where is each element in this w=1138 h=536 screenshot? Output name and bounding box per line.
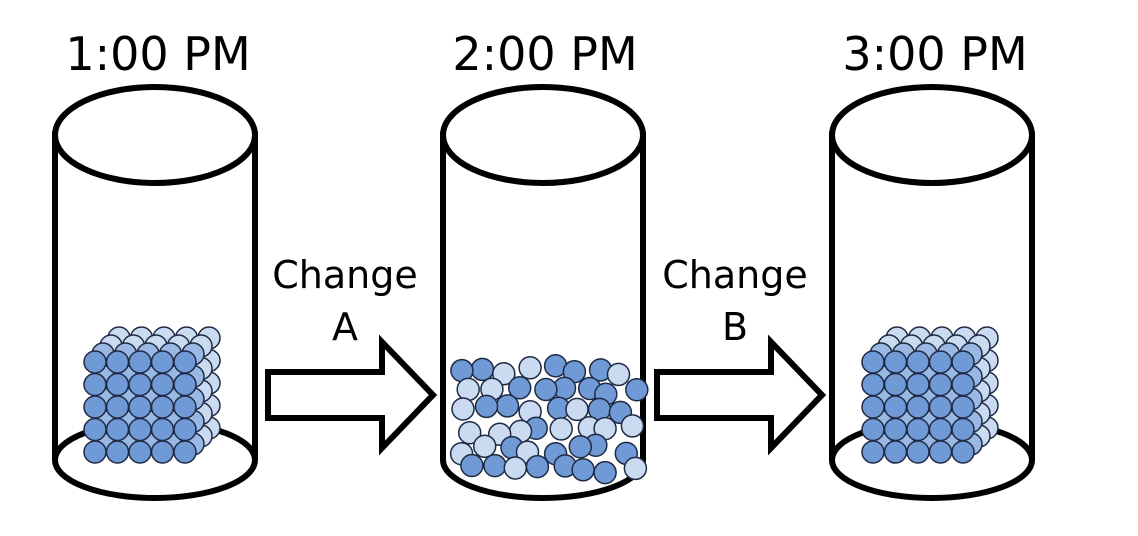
particle: [928, 350, 953, 374]
solid-particles-3: [861, 326, 999, 464]
particle: [495, 394, 520, 418]
solid-particles-1: [83, 326, 221, 464]
particle: [951, 395, 975, 419]
particle: [571, 458, 595, 482]
particle: [105, 440, 130, 464]
particle: [483, 453, 507, 478]
particle: [951, 417, 975, 442]
cylinder-1: [52, 84, 258, 501]
particle: [549, 417, 573, 441]
particle: [150, 395, 175, 419]
particle: [883, 440, 908, 464]
particle: [173, 372, 197, 397]
particle: [906, 440, 930, 464]
particle: [83, 395, 107, 419]
particle: [83, 417, 107, 442]
particle: [928, 372, 953, 397]
particle: [906, 350, 930, 374]
particle: [451, 397, 475, 421]
particle: [503, 456, 528, 480]
particle: [173, 395, 197, 419]
particle: [105, 395, 130, 419]
particle: [507, 376, 532, 400]
particle: [173, 417, 197, 442]
particle: [492, 362, 516, 386]
particle: [883, 417, 908, 442]
change-a-label-line1: Change: [272, 253, 418, 297]
particle: [150, 372, 175, 397]
particle: [83, 372, 107, 397]
particle: [861, 440, 885, 464]
change-a-label-line2: A: [332, 305, 358, 349]
particle: [105, 350, 130, 374]
particle: [128, 417, 152, 442]
particle: [951, 440, 975, 464]
particle: [928, 417, 953, 442]
particle: [568, 434, 593, 459]
particle: [906, 372, 930, 397]
cylinder-2: [440, 84, 649, 501]
particle: [593, 460, 617, 485]
particle: [620, 414, 645, 438]
particle: [470, 357, 495, 382]
particle: [883, 395, 908, 419]
change-b-label-line1: Change: [662, 253, 808, 297]
particle: [606, 362, 631, 387]
particle: [150, 440, 175, 464]
particle: [128, 372, 152, 397]
particle: [472, 434, 497, 459]
particle: [83, 350, 107, 374]
arrow-change-b: Change B: [654, 253, 827, 456]
particle: [928, 440, 953, 464]
time-label-2: 2:00 PM: [452, 27, 637, 81]
particle: [883, 350, 908, 374]
particle: [105, 417, 130, 442]
particle: [457, 420, 482, 445]
particle: [105, 372, 130, 397]
particle: [906, 395, 930, 419]
particle: [150, 350, 175, 374]
particle: [173, 350, 197, 374]
particle: [128, 440, 152, 464]
particle: [928, 395, 953, 419]
particle: [525, 454, 550, 479]
particle: [623, 456, 648, 481]
particle: [518, 356, 542, 380]
particle: [128, 350, 152, 374]
particle: [456, 377, 480, 402]
time-label-3: 3:00 PM: [842, 27, 1027, 81]
particle: [906, 417, 930, 442]
particle: [474, 394, 499, 419]
particle: [173, 440, 197, 464]
arrow-change-a: Change A: [265, 253, 438, 456]
particle: [951, 350, 975, 374]
particle: [460, 453, 484, 478]
particle: [951, 372, 975, 397]
particle: [83, 440, 107, 464]
liquid-particles: [449, 354, 649, 485]
particle: [861, 350, 885, 374]
particle: [128, 395, 152, 419]
particle: [861, 417, 885, 442]
particle: [883, 372, 908, 397]
change-b-label-line2: B: [722, 305, 748, 349]
particle: [534, 377, 558, 402]
particle: [861, 395, 885, 419]
time-label-1: 1:00 PM: [65, 27, 250, 81]
particle: [150, 417, 175, 442]
particle: [861, 372, 885, 397]
cylinder-3: [829, 84, 1035, 501]
particle: [625, 377, 649, 402]
